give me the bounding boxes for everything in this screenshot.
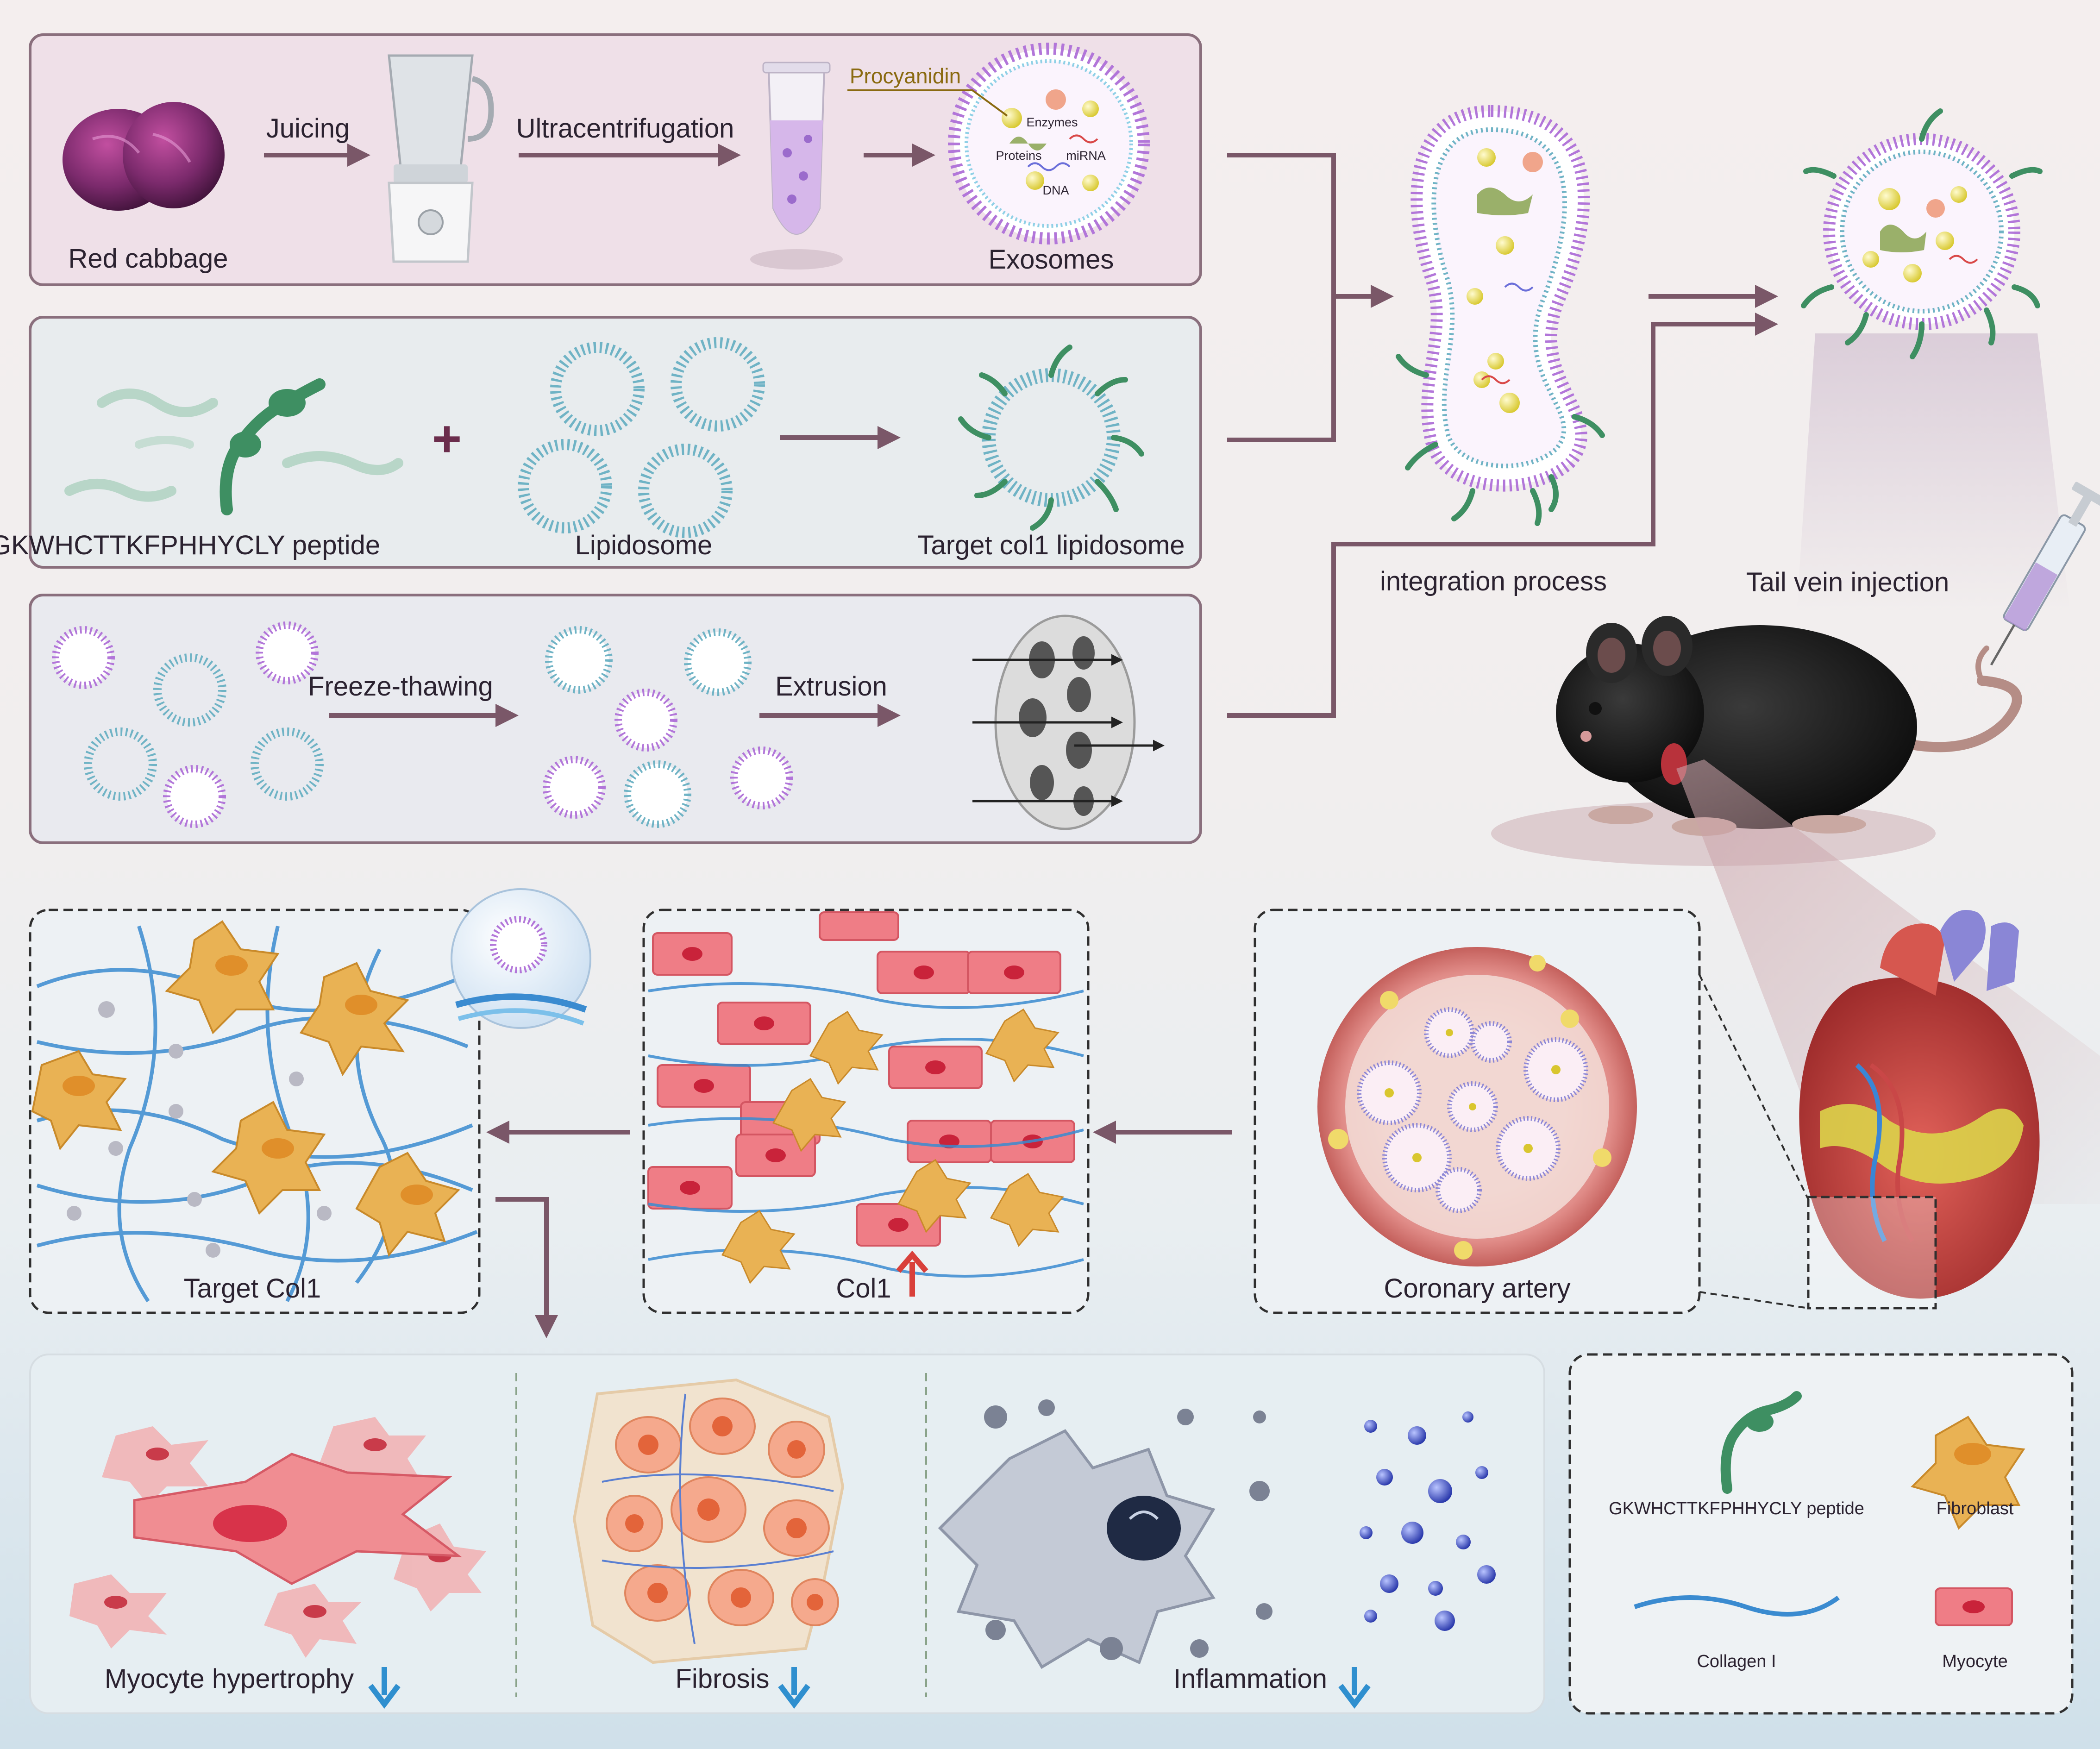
extrusion-membrane-icon [972, 614, 1165, 830]
arrow-target-to-outcomes [495, 1197, 558, 1338]
plus-sign: + [432, 410, 462, 467]
label-exosomes: Exosomes [989, 244, 1114, 275]
label-fibrosis: Fibrosis [675, 1664, 769, 1694]
label-extrusion: Extrusion [775, 671, 887, 702]
label-proteins: Proteins [996, 149, 1041, 163]
label-procyanidin: Procyanidin [850, 64, 961, 88]
panel-exosome-extraction: Red cabbage Juicing Ultracentrifugation [29, 33, 1202, 286]
hybrid-exosome-icon [1797, 108, 2070, 611]
target-lipidosome-icon [958, 345, 1144, 531]
label-enzymes: Enzymes [1026, 115, 1078, 129]
label-ultracentrifugation: Ultracentrifugation [516, 113, 734, 144]
legend-peptide-icon [1720, 1391, 1802, 1494]
label-freeze-thawing: Freeze-thawing [308, 671, 493, 702]
label-mirna: miRNA [1066, 149, 1106, 163]
syringe-icon [1990, 482, 2100, 666]
label-juicing: Juicing [266, 113, 350, 144]
legend-collagen-icon [1634, 1595, 1840, 1617]
centrifuge-tube-icon [750, 62, 843, 270]
legend-myocyte-icon [1935, 1587, 2013, 1626]
legend-label-fibroblast: Fibroblast [1937, 1499, 2014, 1518]
legend-label-collagen: Collagen I [1697, 1652, 1776, 1671]
label-dna: DNA [1042, 183, 1069, 197]
label-integration: integration process [1380, 566, 1607, 596]
legend-label-myocyte: Myocyte [1942, 1652, 2007, 1671]
label-col1: Col1 [836, 1273, 891, 1304]
panel-outcomes: Myocyte hypertrophy Fibrosis [29, 1354, 1545, 1714]
label-target-lipidosome: Target col1 lipidosome [917, 530, 1185, 560]
legend-label-peptide: GKWHCTTKFPHHYCLY peptide [1609, 1499, 1864, 1518]
down-arrow-fibrosis [778, 1667, 810, 1709]
red-cabbage-icon [63, 102, 225, 211]
label-lipidosome: Lipidosome [575, 530, 713, 560]
mixed-vesicles-group [52, 621, 324, 828]
hybrid-vesicles-group [543, 626, 793, 828]
panel-coronary-artery [1254, 909, 1701, 1314]
integration-vesicle-icon [1396, 105, 1605, 526]
legend-fibroblast-icon [1911, 1416, 2025, 1530]
label-target-col1: Target Col1 [184, 1273, 321, 1304]
panel-target-col1 [29, 888, 591, 1314]
exosome-icon [948, 43, 1150, 244]
heart-icon [1799, 910, 2040, 1310]
pointer-procyanidin [847, 89, 1008, 117]
down-arrow-inflammation [1338, 1667, 1371, 1709]
label-inflammation: Inflammation [1173, 1664, 1327, 1694]
down-arrow-hypertrophy [368, 1667, 401, 1709]
panel-lipidosome: GKWHCTTKFPHHYCLY peptide + Lipidosome Ta… [0, 316, 1202, 569]
zoom-line-top [1699, 974, 1809, 1200]
peptide-icon-group [64, 378, 403, 515]
label-coronary: Coronary artery [1384, 1273, 1571, 1304]
panel-col1 [642, 909, 1090, 1314]
panel-fusion: Freeze-thawing Extrusion [29, 594, 1202, 844]
legend: GKWHCTTKFPHHYCLY peptide Fibroblast Coll… [1568, 1353, 2074, 1715]
label-peptide: GKWHCTTKFPHHYCLY peptide [0, 530, 380, 560]
zoom-line-bottom [1699, 1291, 1809, 1309]
lipidosome-icon-group [518, 337, 765, 538]
blender-icon [388, 54, 494, 263]
label-hypertrophy: Myocyte hypertrophy [105, 1664, 354, 1694]
label-tail-vein: Tail vein injection [1746, 567, 1949, 597]
connector-lines [1227, 153, 1778, 718]
label-red-cabbage: Red cabbage [68, 244, 228, 274]
